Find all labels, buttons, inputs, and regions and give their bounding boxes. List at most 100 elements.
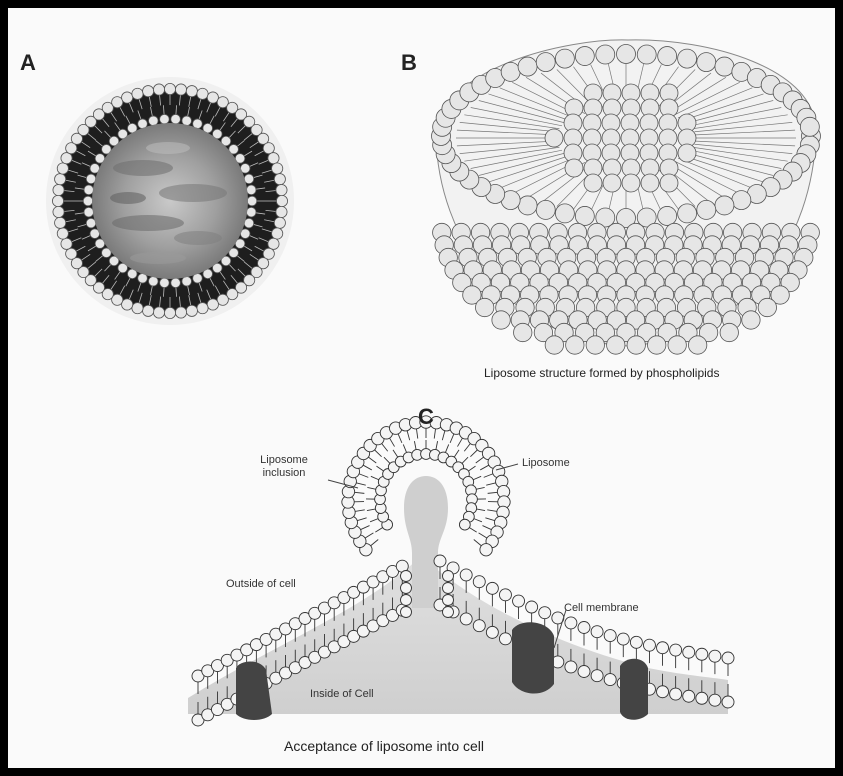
lipid-tail <box>476 509 485 511</box>
lipid-head <box>171 278 181 288</box>
lipid-head <box>217 294 228 305</box>
lipid-tail <box>470 450 477 457</box>
lipid-tail <box>356 483 366 485</box>
lipid-head <box>696 692 708 704</box>
lipid-head <box>276 206 287 217</box>
lipid-head <box>668 336 686 354</box>
lipid-tail <box>442 431 445 441</box>
lipid-head <box>274 174 285 185</box>
lipid-tail <box>359 474 368 478</box>
lipid-head <box>149 276 159 286</box>
lipid-head <box>578 666 590 678</box>
lipid-head <box>268 238 279 249</box>
lipid-head <box>715 196 734 215</box>
lipid-head <box>182 116 192 126</box>
lipid-head <box>565 617 577 629</box>
lipid-tail <box>450 434 454 443</box>
lipid-tail <box>370 519 378 522</box>
lipid-head <box>696 648 708 660</box>
panel-b-letter: B <box>401 50 417 76</box>
lipid-head <box>268 153 279 164</box>
lipid-head <box>61 153 72 164</box>
lipid-head <box>566 336 584 354</box>
label-outside-of-cell: Outside of cell <box>226 578 296 591</box>
lipid-head <box>518 57 537 76</box>
lipid-head <box>460 613 472 625</box>
lipid-tail <box>354 492 364 493</box>
lipid-head <box>112 97 123 108</box>
lipid-head <box>480 544 492 556</box>
label-cell-membrane: Cell membrane <box>564 602 639 615</box>
lipid-head <box>758 298 776 316</box>
lipid-tail <box>436 441 438 450</box>
lipid-head <box>84 185 94 195</box>
lipid-head <box>401 607 412 618</box>
lipid-head <box>61 238 72 249</box>
lipid-head <box>153 84 164 95</box>
lipid-head <box>459 519 470 530</box>
lipid-head <box>501 62 520 81</box>
lipid-head <box>53 206 64 217</box>
lipid-head <box>197 303 208 314</box>
lipid-head <box>434 555 446 567</box>
lipid-tail <box>367 509 376 511</box>
lipid-head <box>688 336 706 354</box>
lipid-head <box>486 626 498 638</box>
membrane-protein <box>620 659 648 720</box>
lipid-tail <box>480 465 489 470</box>
lipid-head <box>186 86 197 97</box>
lipid-head <box>443 595 454 606</box>
lipid-head <box>678 204 697 223</box>
lipid-head <box>246 207 256 217</box>
lipid-head <box>160 114 170 124</box>
lipid-head <box>475 298 493 316</box>
lipid-tail <box>382 443 388 451</box>
lipid-tail <box>398 434 402 443</box>
lipid-head <box>670 688 682 700</box>
lipid-tail <box>485 518 495 521</box>
lipid-head <box>443 571 454 582</box>
lipid-tail <box>484 474 493 478</box>
lipid-tail <box>473 476 481 480</box>
lipid-head <box>246 185 256 195</box>
lipid-head <box>473 576 485 588</box>
lipid-tail <box>468 466 475 471</box>
label-liposome: Liposome <box>522 457 570 470</box>
lipid-head <box>182 276 192 286</box>
lipid-head <box>648 336 666 354</box>
lipid-tail <box>407 431 410 441</box>
lipid-tail <box>376 466 383 471</box>
lipid-head <box>683 646 695 658</box>
lipid-head <box>536 53 555 72</box>
lipid-tail <box>371 476 379 480</box>
lipid-head <box>722 696 734 708</box>
lipid-tail <box>371 540 379 546</box>
lipid-head <box>586 336 604 354</box>
lipid-tail <box>389 438 394 447</box>
panel-c-letter: C <box>418 404 434 430</box>
lipid-head <box>52 195 63 206</box>
lipid-head <box>207 92 218 103</box>
lipid-head <box>539 607 551 619</box>
panel-a-letter: A <box>20 50 36 76</box>
lipid-tail <box>363 465 372 470</box>
lipid-head <box>518 196 537 215</box>
lipid-head <box>604 630 616 642</box>
lipid-head <box>697 200 716 219</box>
lipid-tail <box>367 487 376 489</box>
lipid-tail <box>482 526 491 530</box>
lipid-head <box>607 336 625 354</box>
lipid-head <box>678 49 697 68</box>
lipid-head <box>122 92 133 103</box>
lipid-head <box>55 217 66 228</box>
lipid-tail <box>357 518 367 521</box>
lipid-tail <box>476 487 485 489</box>
lipid-tail <box>434 429 435 439</box>
lipid-head <box>276 195 287 206</box>
lipid-tail <box>355 510 365 512</box>
lipid-tail <box>375 527 383 532</box>
lipid-head <box>132 303 143 314</box>
lipid-tail <box>486 483 496 485</box>
lipid-head <box>197 88 208 99</box>
lipid-head <box>443 583 454 594</box>
